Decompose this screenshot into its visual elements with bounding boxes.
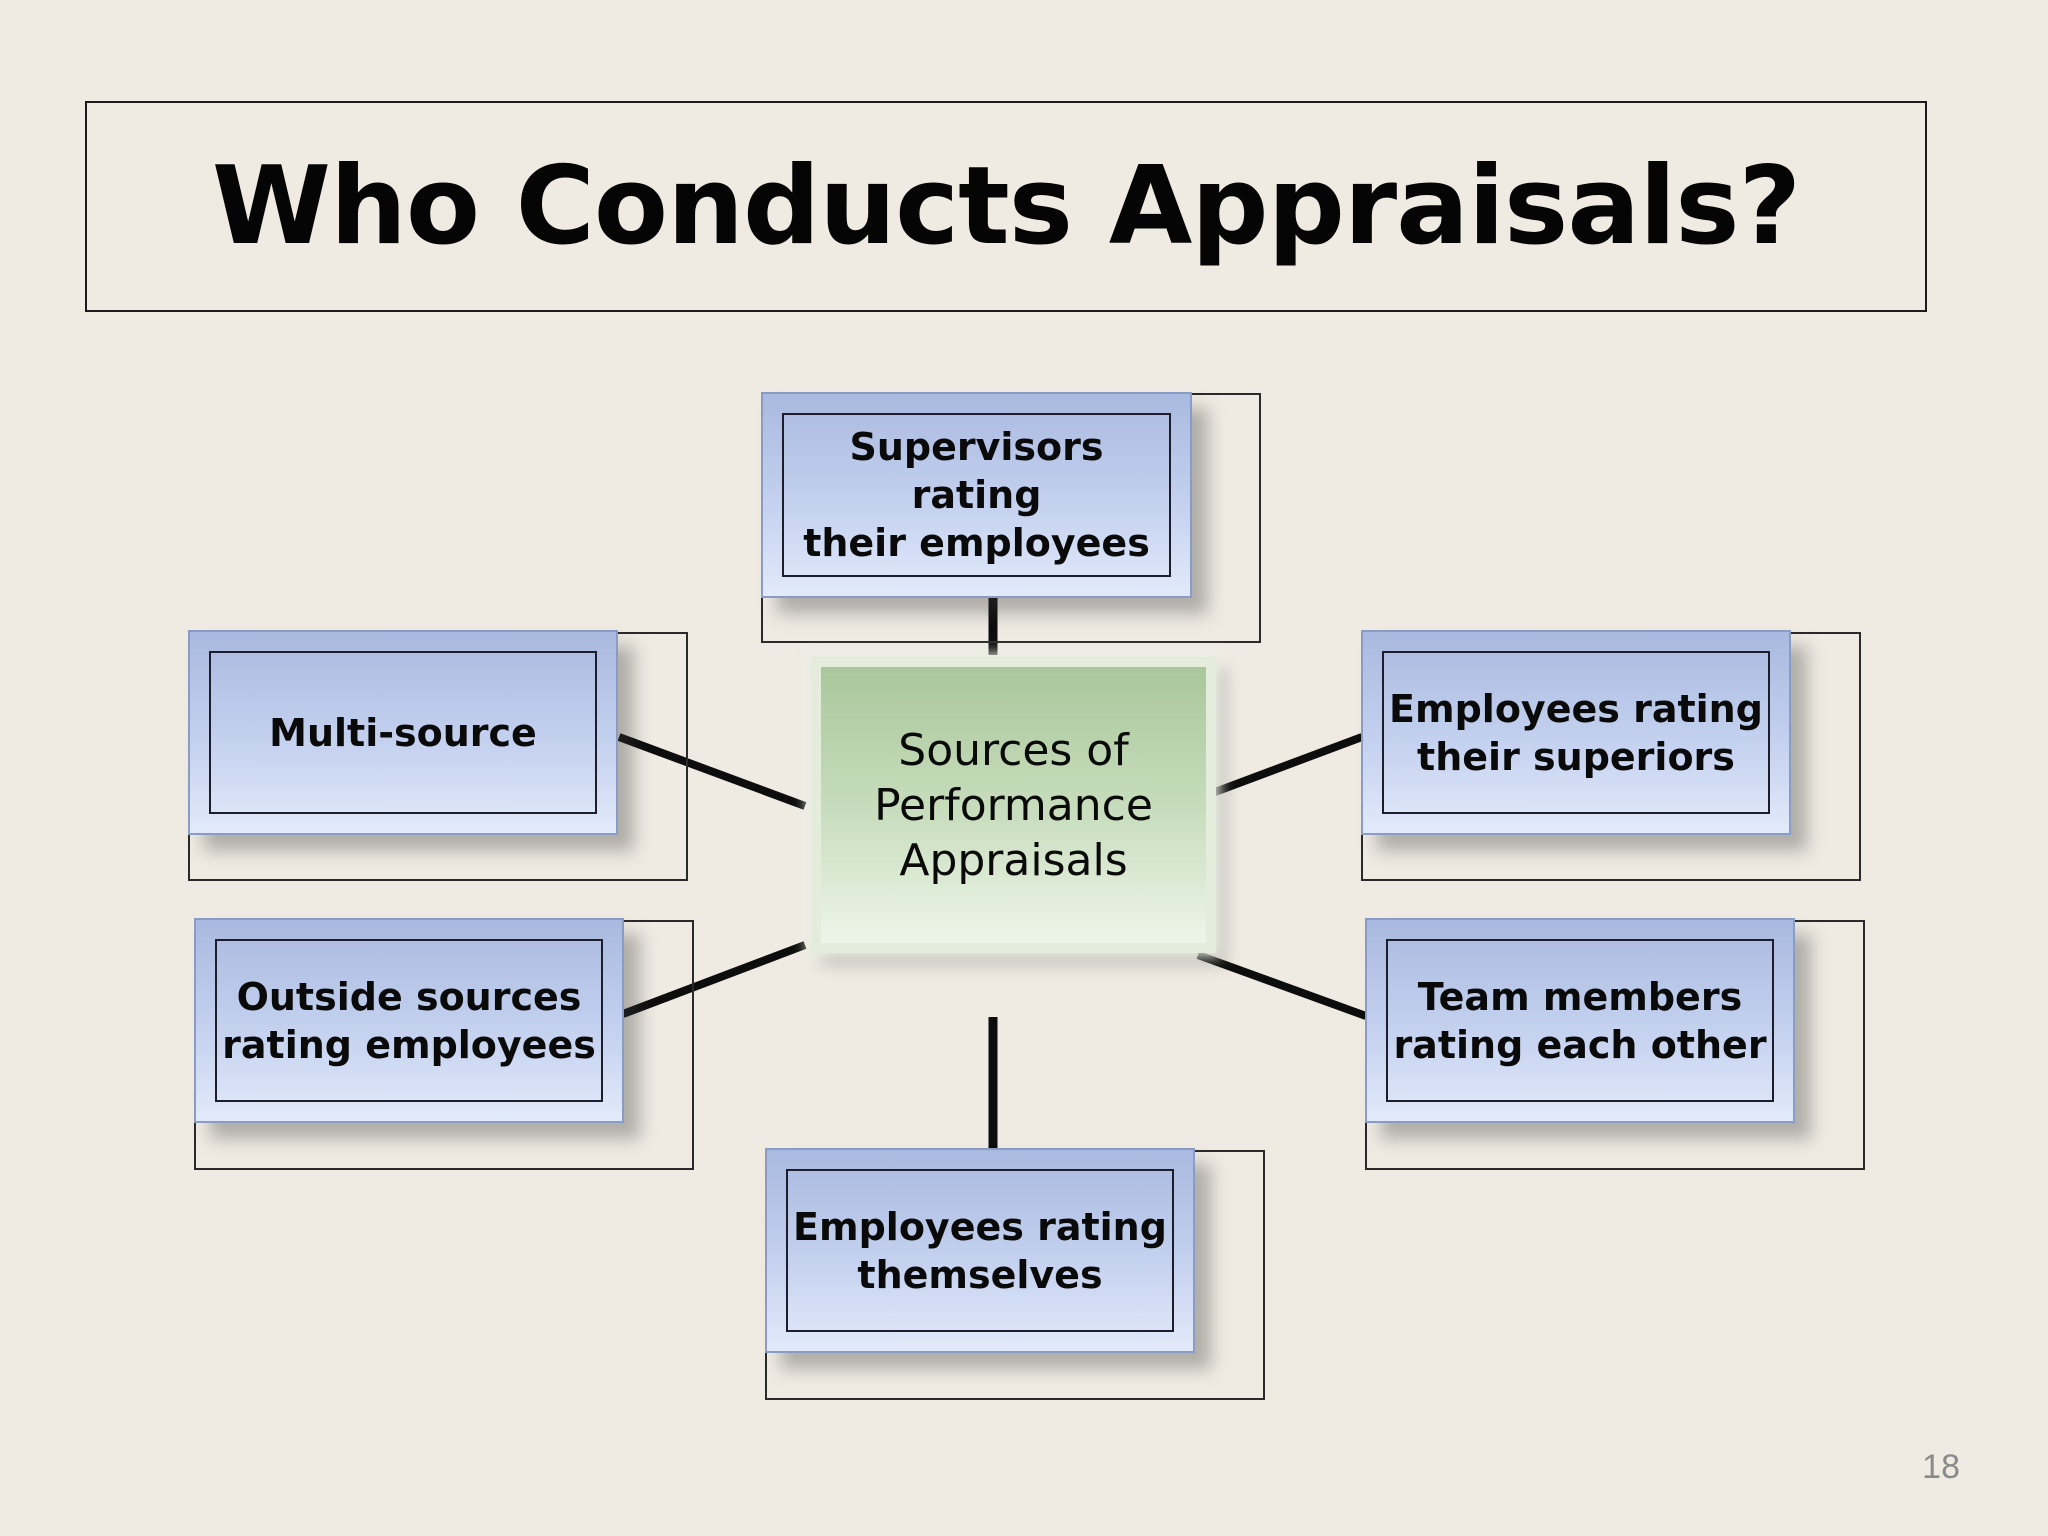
node-team-members: Team members rating each other (1365, 918, 1795, 1123)
connector-outside-sources (621, 941, 807, 1018)
node-label: Employees rating their superiors (1389, 686, 1763, 779)
node-inner: Multi-source (209, 651, 597, 814)
node-employees-superiors: Employees rating their superiors (1361, 630, 1791, 835)
node-inner: Employees rating their superiors (1382, 651, 1770, 814)
center-label: Sources of Performance Appraisals (874, 724, 1153, 886)
node-label: Outside sources rating employees (222, 974, 596, 1067)
node-inner: Supervisors rating their employees (782, 413, 1171, 577)
node-label: Employees rating themselves (793, 1204, 1167, 1297)
node-supervisors: Supervisors rating their employees (761, 392, 1192, 598)
node-label: Supervisors rating their employees (803, 425, 1150, 565)
title-box: Who Conducts Appraisals? (85, 101, 1927, 312)
node-inner: Team members rating each other (1386, 939, 1774, 1102)
node-label: Multi-source (269, 710, 537, 755)
node-inner: Employees rating themselves (786, 1169, 1174, 1332)
connector-multi-source (617, 733, 807, 810)
node-multi-source: Multi-source (188, 630, 618, 835)
slide-title: Who Conducts Appraisals? (211, 144, 1801, 269)
connector-employees-superiors (1213, 733, 1364, 796)
node-outside-sources: Outside sources rating employees (194, 918, 624, 1123)
node-label: Team members rating each other (1393, 974, 1767, 1067)
center-node: Sources of Performance Appraisals (811, 657, 1216, 953)
page-number: 18 (1922, 1448, 1960, 1486)
node-self: Employees rating themselves (765, 1148, 1195, 1353)
connector-team-members (1196, 951, 1368, 1020)
node-inner: Outside sources rating employees (215, 939, 603, 1102)
